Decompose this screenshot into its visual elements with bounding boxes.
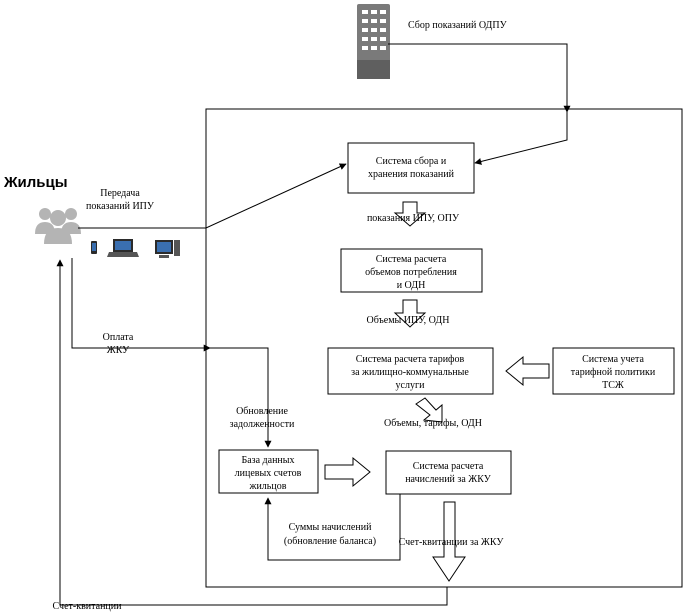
database-box: База данных лицевых счетов жильцов [218,449,319,494]
tariffs-flow-arrow [415,397,443,423]
laptop-icon [107,239,139,257]
transfer-label-line2: показаний ИПУ [86,201,155,212]
debt-label-line1: Обновление [236,406,288,417]
policy-box-line1: Система учета [582,354,644,365]
policy-box-line2: тарифной политики [571,367,656,378]
payment-label-line2: ЖКУ [107,345,130,356]
volumes-tariffs-label: Объемы, тарифы, ОДН [384,418,482,429]
debt-update-arrow [206,347,272,448]
residents-title: Жильцы [3,174,68,191]
tariff-box-line1: Система расчета тарифов [356,354,465,365]
desktop-computer-icon [155,240,180,258]
readings-label: показания ИПУ, ОПУ [367,213,460,224]
residents-group-icon [35,208,81,244]
volume-box-line1: Система расчета [376,254,447,265]
odpu-label: Сбор показаний ОДПУ [408,20,508,31]
sums-label-line1: Суммы начислений [289,522,373,533]
readings-flow-arrow [393,201,427,227]
odpu-to-collect-arrow [474,112,568,165]
volume-system-box: Система расчета объемов потребления и ОД… [340,248,483,293]
payment-arrow [71,258,211,352]
policy-system-box: Система учета тарифной политики ТСЖ [552,347,675,395]
receipts-to-residents-arrow [56,259,448,606]
tariff-system-box: Система расчета тарифов за жилищно-комму… [327,347,494,395]
policy-to-tariff-arrow [505,355,550,387]
database-box-line1: База данных [241,455,294,466]
collect-box-line1: Система сбора и [376,156,447,167]
tariff-box-line3: услуги [396,380,426,391]
receipts-inner-label: Счет-квитанции за ЖКУ [399,537,505,548]
receipts-flow-arrow [432,501,466,582]
transfer-label-line1: Передача [100,188,140,199]
charges-box-line2: начислений за ЖКУ [405,474,492,485]
receipts-outer-label: Счет-квитанции [53,601,123,612]
sums-arrow [264,494,401,561]
database-box-line3: жильцов [249,481,287,492]
tariff-box-line2: за жилищно-коммунальные [351,367,469,378]
debt-label-line2: задолженности [230,419,295,430]
volume-box-line3: и ОДН [397,280,426,291]
collect-system-box: Система сбора и хранения показаний [347,142,475,194]
odpu-arrow-line [388,43,568,108]
sums-label-line2: (обновление баланса) [284,536,376,547]
policy-box-line3: ТСЖ [602,380,624,391]
collect-box-line2: хранения показаний [368,169,455,180]
volume-box-line2: объемов потребления [365,267,457,278]
odpu-meter-icon [357,4,390,79]
phone-icon [91,241,97,254]
volumes-flow-arrow [393,299,427,328]
database-box-line2: лицевых счетов [235,468,302,479]
volumes-label: Объемы ИПУ, ОДН [367,315,450,326]
charges-system-box: Система расчета начислений за ЖКУ [385,450,512,495]
database-to-charges-arrow [324,456,371,488]
transfer-readings-arrow [78,163,347,229]
charges-box-line1: Система расчета [413,461,484,472]
payment-label-line1: Оплата [103,332,134,343]
